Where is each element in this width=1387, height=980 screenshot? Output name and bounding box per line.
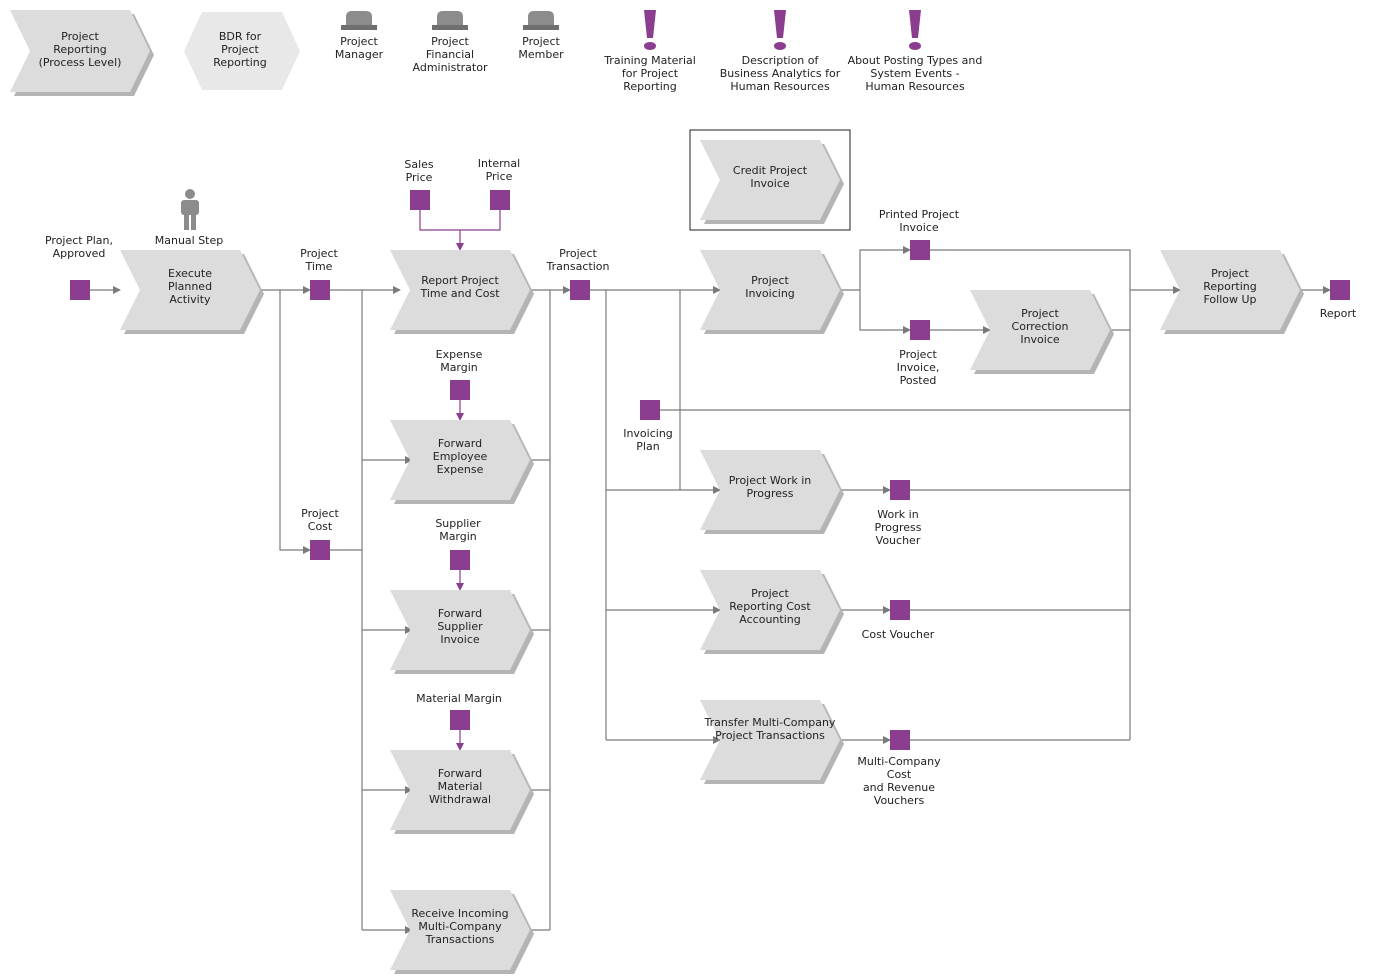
event-cost-voucher[interactable] — [890, 600, 910, 620]
process-forward-employee-expense[interactable] — [390, 420, 534, 504]
event-expense-margin[interactable] — [450, 380, 470, 400]
connector-lines — [90, 210, 1331, 934]
person-icon — [181, 189, 199, 230]
exclamation-icon — [644, 10, 656, 50]
process-forward-supplier-invoice[interactable] — [390, 590, 534, 674]
legend-process-level[interactable] — [10, 10, 154, 96]
conn-execute-to-cost — [279, 290, 311, 554]
exclamation-icon — [909, 10, 921, 50]
event-project-time[interactable] — [310, 280, 330, 300]
event-material-margin-label: Material Margin — [416, 692, 502, 705]
process-project-invoicing[interactable] — [700, 250, 844, 334]
process-transfer-multi-company[interactable] — [700, 700, 844, 784]
event-work-in-progress-voucher[interactable] — [890, 480, 910, 500]
process-project-work-in-progress[interactable] — [700, 450, 844, 534]
conn-invoicing-plan-up — [660, 290, 681, 411]
process-project-reporting-follow-up[interactable] — [1160, 250, 1304, 334]
event-report[interactable] — [1330, 280, 1350, 300]
manual-step-label: Manual Step — [155, 234, 224, 247]
process-receive-multi-company[interactable] — [390, 890, 534, 974]
hat-icon — [523, 11, 559, 30]
event-multi-company-vouchers[interactable] — [890, 730, 910, 750]
conn-invoicing-to-posted — [859, 290, 911, 334]
process-report-time-cost[interactable] — [390, 250, 534, 334]
exclamation-icon — [774, 10, 786, 50]
process-credit-project-invoice[interactable] — [700, 140, 844, 224]
event-project-invoice-posted[interactable] — [910, 320, 930, 340]
event-internal-price[interactable] — [490, 190, 510, 210]
event-material-margin[interactable] — [450, 710, 470, 730]
event-project-cost[interactable] — [310, 540, 330, 560]
event-cost-voucher-label: Cost Voucher — [862, 628, 935, 641]
event-invoicing-plan[interactable] — [640, 400, 660, 420]
event-printed-project-invoice[interactable] — [910, 240, 930, 260]
conn-prices — [419, 210, 501, 231]
event-supplier-margin[interactable] — [450, 550, 470, 570]
conn-invoicing-to-printed — [840, 246, 911, 291]
event-project-transaction[interactable] — [570, 280, 590, 300]
process-project-correction-invoice[interactable] — [970, 290, 1114, 374]
process-forward-material-withdrawal[interactable] — [390, 750, 534, 834]
credit-invoice-frame — [689, 129, 851, 231]
event-sales-price[interactable] — [410, 190, 430, 210]
event-project-plan-approved-label: Project Plan,Approved — [45, 234, 113, 260]
process-project-reporting-cost-accounting[interactable] — [700, 570, 844, 654]
process-execute-planned-activity[interactable] — [120, 250, 264, 334]
hat-icon — [432, 11, 468, 30]
event-project-plan-approved[interactable] — [70, 280, 90, 300]
conn-collector — [930, 249, 1131, 740]
legend-bdr[interactable] — [184, 12, 300, 90]
hat-icon — [341, 11, 377, 30]
event-report-label: Report — [1320, 307, 1357, 320]
